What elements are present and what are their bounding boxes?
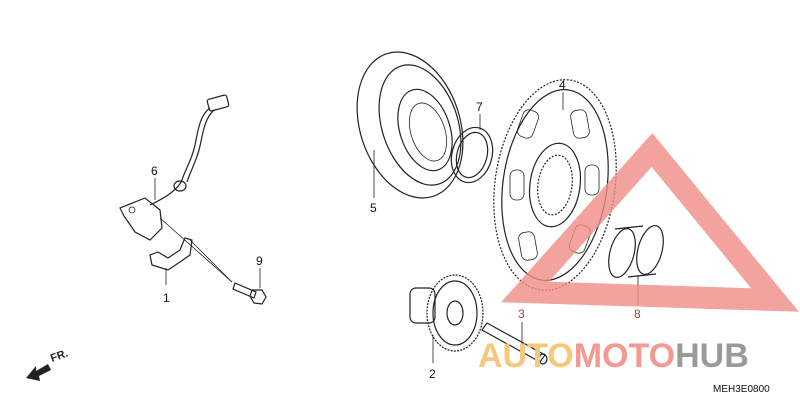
part-2-idle-gear bbox=[409, 274, 484, 352]
callout-4: 4 bbox=[559, 78, 566, 92]
callout-6: 6 bbox=[151, 164, 158, 178]
part-1-bracket bbox=[149, 217, 233, 283]
part-3-shaft bbox=[481, 322, 548, 365]
leader-lines bbox=[154, 92, 639, 363]
callout-5: 5 bbox=[370, 201, 377, 215]
watermark-logo: AUTOMOTOHUB bbox=[478, 337, 749, 375]
watermark-hub: HUB bbox=[675, 337, 749, 375]
callout-3: 3 bbox=[518, 307, 525, 321]
watermark-triangle bbox=[501, 133, 799, 312]
part-8-needle-bearing bbox=[608, 225, 664, 278]
callout-9: 9 bbox=[256, 254, 263, 268]
watermark-moto: MOTO bbox=[574, 337, 675, 375]
callout-2: 2 bbox=[429, 367, 436, 381]
part-6-sensor-harness bbox=[119, 94, 230, 241]
part-7-washer bbox=[450, 126, 494, 184]
front-direction-arrow: FR. bbox=[26, 347, 70, 381]
diagram-code: MEH3E0800 bbox=[713, 384, 770, 395]
callout-1: 1 bbox=[163, 291, 170, 305]
callout-8: 8 bbox=[634, 307, 641, 321]
part-5-starter-clutch bbox=[356, 51, 464, 199]
callout-7: 7 bbox=[476, 100, 483, 114]
front-direction-label: FR. bbox=[49, 347, 70, 364]
watermark-auto: AUTO bbox=[478, 337, 574, 375]
part-9-bolt bbox=[232, 282, 267, 305]
watermark-text: AUTOMOTOHUB bbox=[478, 337, 749, 375]
